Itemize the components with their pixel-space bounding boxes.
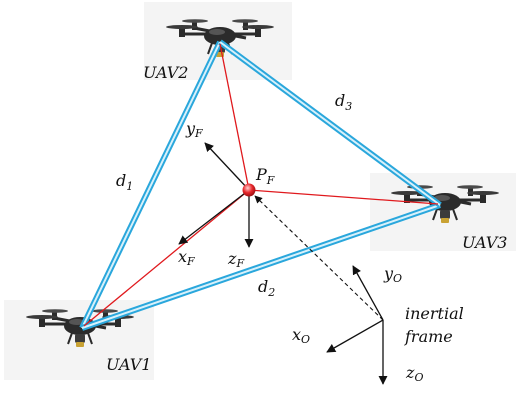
formation-point-marker [242, 183, 256, 197]
inertial-y-axis [352, 265, 384, 321]
vector-pf-uav1 [83, 189, 250, 327]
zo-main: z [405, 363, 415, 382]
zf-sub: F [235, 257, 244, 270]
d1-main: d [116, 171, 126, 190]
yo-label: yO [383, 264, 402, 285]
xf-main: x [178, 247, 187, 266]
d3-label: d3 [335, 91, 352, 113]
inertial-frame-title-line1: inertial [405, 304, 464, 323]
xf-sub: F [186, 255, 195, 268]
formation-x-axis [178, 189, 250, 245]
pf-main: P [255, 165, 267, 184]
d1-sub: 1 [126, 180, 133, 193]
link-d1 [79, 40, 223, 330]
zf-label: zF [227, 249, 244, 270]
d1-label: d1 [116, 171, 133, 193]
xf-label: xF [178, 247, 195, 268]
xo-sub: O [301, 333, 310, 346]
vector-pf-uav2 [219, 43, 250, 191]
pf-label: PF [255, 165, 275, 187]
pf-sub: F [266, 174, 275, 187]
inertial-x-axis [326, 319, 384, 353]
link-d2 [81, 202, 441, 331]
uav2-label: UAV2 [143, 63, 188, 82]
yf-sub: F [194, 127, 203, 140]
zo-sub: O [414, 371, 423, 384]
d3-sub: 3 [345, 100, 352, 113]
xo-label: xO [292, 325, 310, 346]
yf-main: y [185, 119, 196, 138]
d2-sub: 2 [267, 286, 275, 299]
yo-main: y [383, 264, 394, 283]
link-d3 [218, 39, 442, 208]
uav1-label: UAV1 [106, 355, 151, 374]
d3-main: d [335, 91, 345, 110]
xo-main: x [292, 325, 301, 344]
vector-pf-uav3 [248, 189, 439, 205]
zo-label: zO [405, 363, 423, 384]
uav3-label: UAV3 [462, 233, 507, 252]
yo-sub: O [393, 272, 402, 285]
zf-main: z [227, 249, 237, 268]
inertial-to-pf-vector [254, 195, 384, 321]
formation-y-axis [204, 142, 250, 191]
d2-label: d2 [258, 277, 275, 299]
yf-label: yF [185, 119, 203, 140]
d2-main: d [258, 277, 268, 296]
inertial-frame-title-line2: frame [404, 327, 453, 346]
